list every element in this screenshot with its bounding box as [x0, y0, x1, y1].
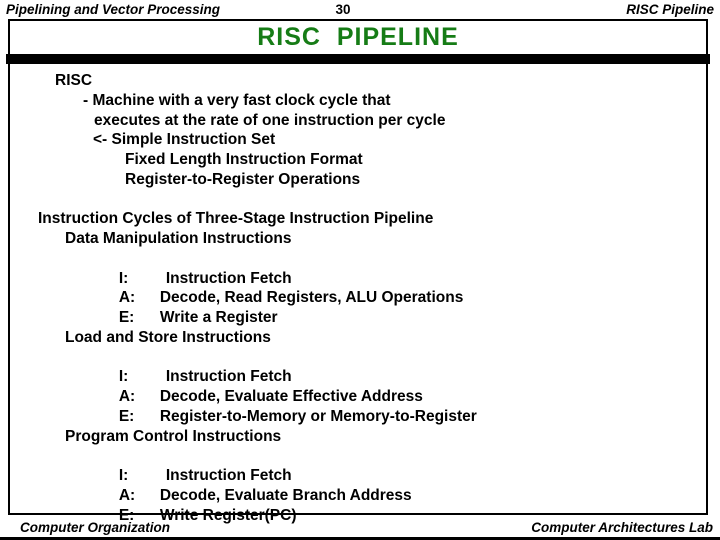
- stage-text: Write a Register: [159, 309, 278, 326]
- stage-label: A:: [118, 289, 136, 307]
- pipeline-heading: Instruction Cycles of Three-Stage Instru…: [38, 210, 434, 228]
- title-divider-rule: [6, 54, 710, 64]
- stage-text: Instruction Fetch: [165, 269, 292, 287]
- stage-label: E:: [118, 407, 135, 425]
- risc-line: - Machine with a very fast clock cycle t…: [83, 91, 391, 109]
- group-heading-load-store: Load and Store Instructions: [65, 328, 271, 346]
- footer-course-name: Computer Organization: [20, 520, 171, 535]
- risc-line: Register-to-Register Operations: [125, 170, 361, 188]
- stage-line: E: Write a Register: [0, 288, 720, 326]
- stage-text: Decode, Evaluate Effective Address: [159, 388, 423, 405]
- stage-line: I: Instruction Fetch: [0, 348, 720, 385]
- stage-label: E:: [118, 309, 135, 326]
- stage-text: Decode, Evaluate Branch Address: [159, 486, 412, 504]
- stage-label: A:: [118, 388, 136, 405]
- header-section-title: RISC Pipeline: [626, 2, 714, 17]
- group-heading-program-control: Program Control Instructions: [65, 427, 282, 445]
- slide-content-frame: [8, 19, 708, 515]
- stage-label: I:: [118, 269, 129, 287]
- stage-label: I:: [118, 368, 129, 386]
- stage-line: A: Decode, Evaluate Effective Address: [0, 367, 720, 405]
- stage-line: E: Register-to-Memory or Memory-to-Regist…: [0, 387, 720, 425]
- stage-label: A:: [118, 486, 136, 504]
- slide-body: RISC - Machine with a very fast clock cy…: [0, 71, 720, 524]
- stage-line: E: Write Register(PC): [0, 486, 720, 524]
- spacer: [0, 190, 720, 210]
- stage-text: Register-to-Memory or Memory-to-Register: [159, 407, 477, 425]
- risc-line: Fixed Length Instruction Format: [125, 151, 363, 168]
- stage-line: A: Decode, Evaluate Branch Address: [0, 466, 720, 504]
- stage-line: A: Decode, Read Registers, ALU Operations: [0, 269, 720, 306]
- bottom-rule: [0, 537, 720, 540]
- risc-line: executes at the rate of one instruction …: [94, 111, 446, 129]
- stage-text: Instruction Fetch: [165, 368, 292, 386]
- stage-label: I:: [118, 467, 129, 484]
- slide-title: RISC PIPELINE: [257, 23, 459, 51]
- footer-lab-name: Computer Architectures Lab: [531, 520, 713, 535]
- stage-line: I: Instruction Fetch: [0, 446, 720, 484]
- stage-text: Instruction Fetch: [165, 467, 292, 484]
- stage-label: E:: [118, 506, 135, 524]
- stage-text: Decode, Read Registers, ALU Operations: [159, 289, 464, 307]
- risc-line: <- Simple Instruction Set: [93, 131, 276, 149]
- risc-heading: RISC: [55, 72, 93, 89]
- header-page-number: 30: [335, 2, 351, 17]
- stage-line: I: Instruction Fetch: [0, 249, 720, 287]
- header-chapter-title: Pipelining and Vector Processing: [6, 2, 221, 17]
- stage-text: Write Register(PC): [159, 506, 297, 524]
- group-heading-data-manipulation: Data Manipulation Instructions: [65, 230, 292, 247]
